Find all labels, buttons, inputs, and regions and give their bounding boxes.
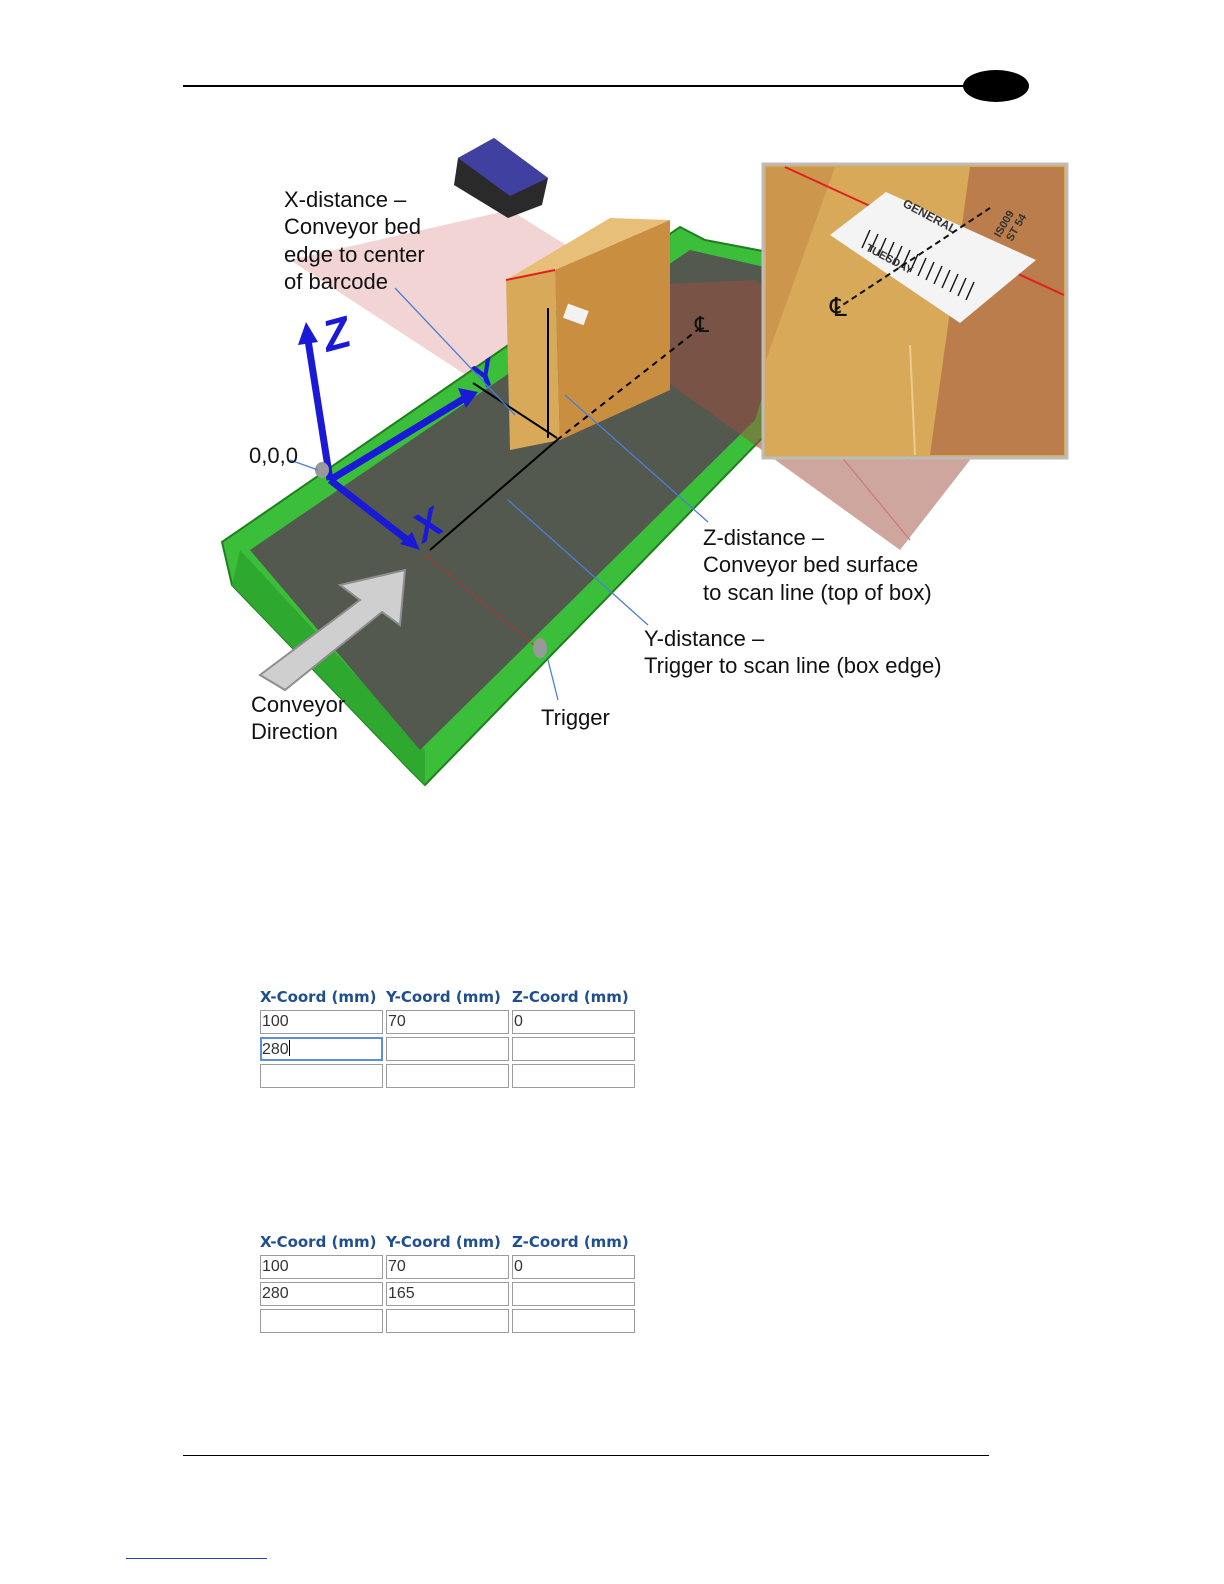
axis-z-label: Z bbox=[315, 307, 358, 362]
x-coord-input-focused[interactable]: 280 bbox=[260, 1037, 383, 1061]
trigger-label: Trigger bbox=[541, 705, 610, 730]
y-coord-input[interactable]: 70 bbox=[386, 1255, 509, 1279]
beam-edge bbox=[839, 454, 911, 541]
header-z-coord: Z-Coord (mm) bbox=[512, 988, 629, 1006]
conveyor-direction-arrow bbox=[258, 568, 407, 692]
footer-rule bbox=[183, 1455, 989, 1456]
x-coord-value: 280 bbox=[262, 1041, 289, 1058]
trigger-line bbox=[424, 554, 541, 651]
x-coord-input[interactable]: 100 bbox=[260, 1010, 383, 1034]
y-coord-input[interactable] bbox=[386, 1064, 509, 1088]
table-row: 100 70 0 bbox=[260, 1255, 635, 1279]
package-box-front bbox=[506, 270, 560, 450]
svg-text:℄: ℄ bbox=[829, 293, 847, 323]
header-y-coord: Y-Coord (mm) bbox=[386, 1233, 501, 1251]
x-coord-input[interactable]: 100 bbox=[260, 1255, 383, 1279]
conveyor-setup-figure: Z Y X ℄ bbox=[210, 130, 1080, 790]
x-coord-input[interactable]: 280 bbox=[260, 1282, 383, 1306]
x-coord-input[interactable] bbox=[260, 1309, 383, 1333]
coordinate-table-1: X-Coord (mm) Y-Coord (mm) Z-Coord (mm) 1… bbox=[257, 985, 638, 1091]
package-box-side bbox=[555, 220, 670, 440]
origin-marker bbox=[315, 462, 329, 478]
origin-label: 0,0,0 bbox=[249, 443, 298, 468]
conveyor-frame-side bbox=[232, 550, 425, 785]
y-coord-input[interactable] bbox=[386, 1037, 509, 1061]
y-coord-input[interactable] bbox=[386, 1309, 509, 1333]
header-rule bbox=[183, 85, 973, 87]
z-coord-input[interactable] bbox=[512, 1064, 635, 1088]
table-row bbox=[260, 1064, 635, 1088]
scan-line-box bbox=[505, 269, 556, 281]
table-row: 100 70 0 bbox=[260, 1010, 635, 1034]
y-coord-input[interactable]: 70 bbox=[386, 1010, 509, 1034]
header-x-coord: X-Coord (mm) bbox=[260, 988, 377, 1006]
z-coord-input[interactable] bbox=[512, 1282, 635, 1306]
text-caret bbox=[288, 1040, 290, 1056]
z-coord-input[interactable]: 0 bbox=[512, 1010, 635, 1034]
header-x-coord: X-Coord (mm) bbox=[260, 1233, 377, 1251]
z-distance-label: Z-distance – Conveyor bed surface to sca… bbox=[703, 525, 932, 605]
footer-link-underline[interactable] bbox=[126, 1558, 267, 1559]
scanner-device bbox=[454, 138, 548, 218]
z-coord-input[interactable]: 0 bbox=[512, 1255, 635, 1279]
box-barcode bbox=[562, 303, 589, 326]
package-box-top bbox=[506, 218, 670, 280]
trigger-sensor bbox=[533, 638, 547, 658]
table-row bbox=[260, 1309, 635, 1333]
centerline-label: ℄ bbox=[694, 313, 710, 338]
y-coord-input[interactable]: 165 bbox=[386, 1282, 509, 1306]
leader-lines bbox=[289, 287, 709, 701]
dimension-lines bbox=[429, 308, 701, 551]
x-distance-label: X-distance – Conveyor bed edge to center… bbox=[284, 187, 431, 294]
conveyor-direction-label: Conveyor Direction bbox=[251, 692, 351, 744]
x-coord-input[interactable] bbox=[260, 1064, 383, 1088]
y-distance-label: Y-distance – Trigger to scan line (box e… bbox=[644, 626, 942, 678]
z-coord-input[interactable] bbox=[512, 1037, 635, 1061]
barcode-inset: GENERAL TUESDAY IS009 ST 54 ℄ bbox=[761, 162, 1069, 460]
coordinate-axes bbox=[298, 322, 478, 550]
table-row: 280 bbox=[260, 1037, 635, 1061]
z-coord-input[interactable] bbox=[512, 1309, 635, 1333]
table-row: 280 165 bbox=[260, 1282, 635, 1306]
header-z-coord: Z-Coord (mm) bbox=[512, 1233, 629, 1251]
chapter-badge bbox=[963, 70, 1029, 102]
coordinate-table-2: X-Coord (mm) Y-Coord (mm) Z-Coord (mm) 1… bbox=[257, 1230, 638, 1336]
header-y-coord: Y-Coord (mm) bbox=[386, 988, 501, 1006]
